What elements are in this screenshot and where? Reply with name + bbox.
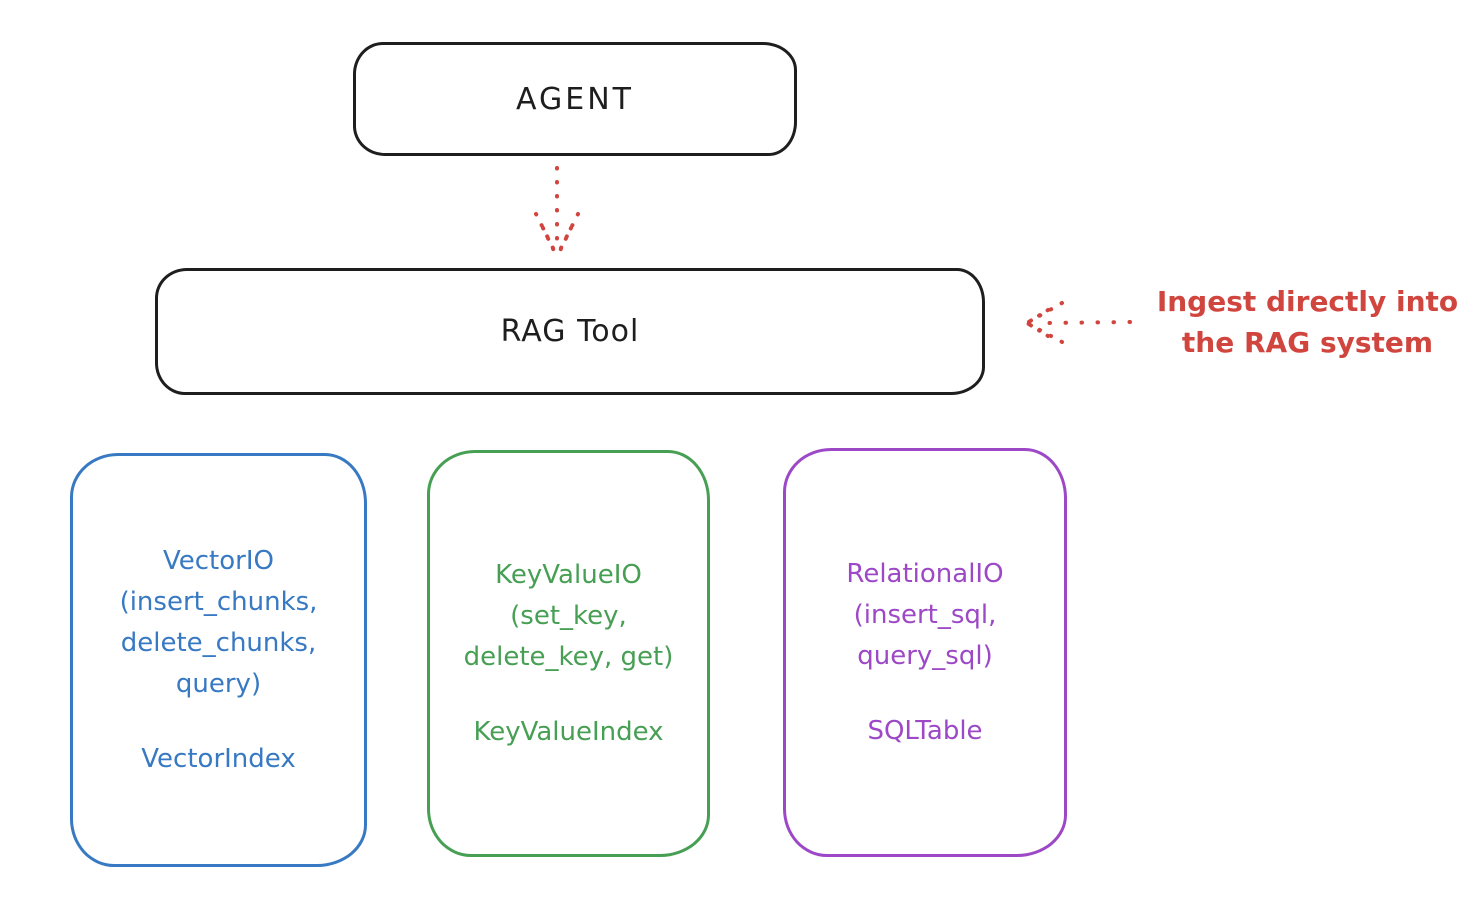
ingest-annotation-line2: the RAG system [1181, 326, 1434, 359]
relational-io-methods-line2: query_sql) [857, 640, 993, 671]
relational-io-box: RelationalIO (insert_sql, query_sql) SQL… [783, 448, 1067, 857]
sql-table-label: SQLTable [867, 715, 983, 746]
keyvalue-index-label: KeyValueIndex [473, 716, 664, 747]
agent-label: AGENT [516, 81, 634, 117]
vector-io-box: VectorIO (insert_chunks, delete_chunks, … [70, 453, 367, 867]
ingest-annotation-line1: Ingest directly into [1156, 285, 1459, 318]
vector-io-title: VectorIO [163, 545, 274, 576]
agent-to-rag-arrow [534, 166, 580, 257]
ingest-annotation: Ingest directly into the RAG system [1140, 281, 1475, 363]
keyvalue-io-methods-line1: (set_key, [510, 600, 627, 631]
keyvalue-io-methods-line2: delete_key, get) [463, 641, 674, 672]
relational-io-title: RelationalIO [846, 558, 1004, 589]
rag-tool-box: RAG Tool [155, 268, 985, 395]
keyvalue-io-box: KeyValueIO (set_key, delete_key, get) Ke… [427, 450, 710, 857]
keyvalue-io-title: KeyValueIO [495, 559, 642, 590]
vector-io-methods-line1: (insert_chunks, [119, 586, 318, 617]
agent-box: AGENT [353, 42, 797, 156]
rag-tool-label: RAG Tool [500, 314, 640, 349]
vector-index-label: VectorIndex [141, 743, 296, 774]
vector-io-methods-line2: delete_chunks, [120, 627, 317, 658]
vector-io-methods-line3: query) [175, 668, 262, 699]
ingest-into-rag-arrow [1025, 301, 1132, 344]
relational-io-methods-line1: (insert_sql, [853, 599, 997, 630]
